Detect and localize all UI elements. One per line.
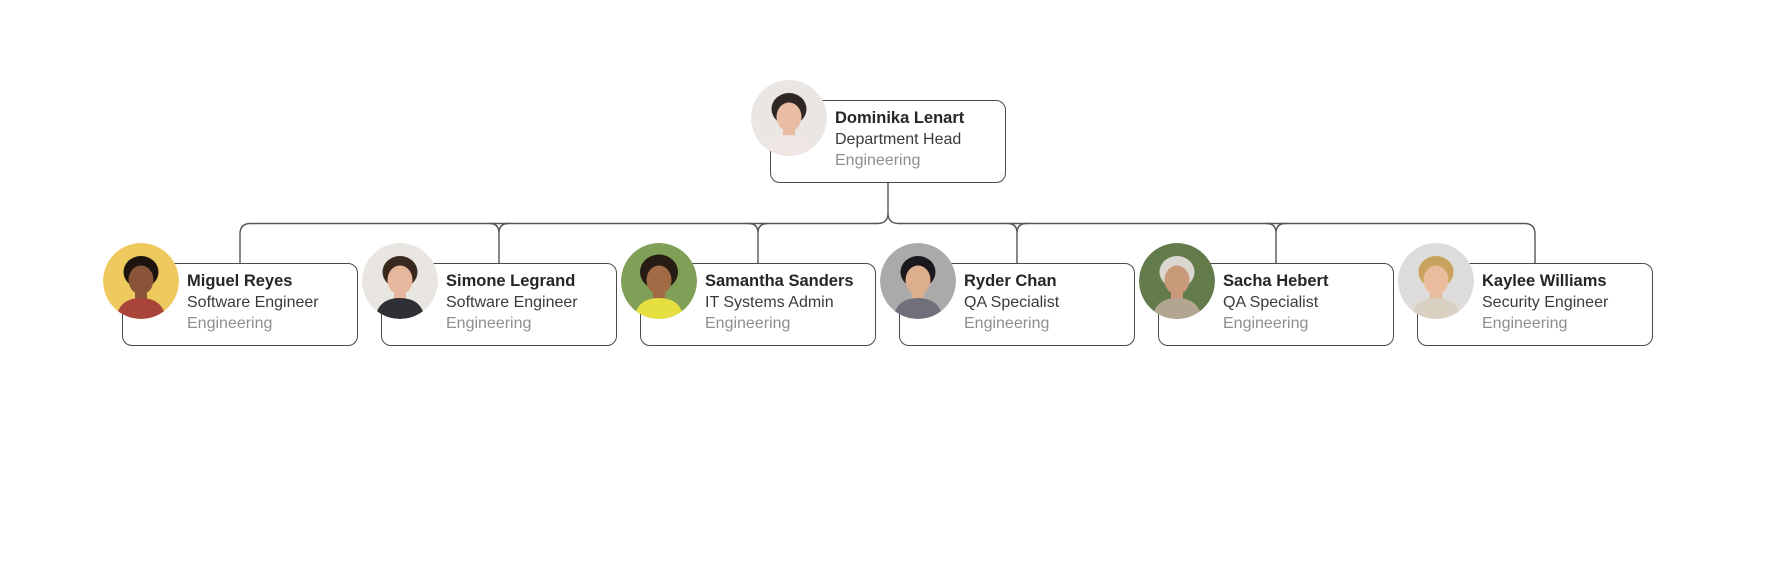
org-node-child[interactable]: Simone Legrand Software Engineer Enginee… [362,243,617,346]
avatar-shoulders [116,298,166,319]
avatar [621,243,697,319]
person-department: Engineering [446,315,532,332]
avatar-shoulders [1152,298,1202,319]
avatar-shoulders [634,298,684,319]
person-department: Engineering [835,152,921,169]
person-name: Samantha Sanders [705,272,854,290]
avatar-face [387,265,413,295]
avatar-face [776,102,802,132]
avatar [1398,243,1474,319]
avatar [880,243,956,319]
avatar-face [1164,265,1190,295]
org-node-child[interactable]: Ryder Chan QA Specialist Engineering [880,243,1135,346]
avatar [103,243,179,319]
avatar-face [905,265,931,295]
person-department: Engineering [1482,315,1568,332]
person-department: Engineering [964,315,1050,332]
avatar-face [646,265,672,295]
person-title: Software Engineer [446,294,578,311]
person-name: Miguel Reyes [187,272,293,290]
org-node-child[interactable]: Sacha Hebert QA Specialist Engineering [1139,243,1394,346]
person-title: QA Specialist [964,294,1060,311]
person-name: Dominika Lenart [835,109,965,127]
org-node-child[interactable]: Samantha Sanders IT Systems Admin Engine… [621,243,876,346]
person-title: IT Systems Admin [705,294,834,311]
person-department: Engineering [1223,315,1309,332]
avatar-shoulders [375,298,425,319]
person-department: Engineering [705,315,791,332]
person-name: Simone Legrand [446,272,576,290]
avatar-shoulders [1411,298,1461,319]
person-title: Security Engineer [1482,294,1609,311]
person-name: Kaylee Williams [1482,272,1607,290]
avatar-shoulders [893,298,943,319]
avatar-face [128,265,154,295]
avatar [751,80,827,156]
org-node-child[interactable]: Miguel Reyes Software Engineer Engineeri… [103,243,358,346]
person-name: Sacha Hebert [1223,272,1329,290]
avatar [1139,243,1215,319]
avatar-face [1423,265,1449,295]
org-node-root[interactable]: Dominika Lenart Department Head Engineer… [751,80,1006,183]
person-title: Department Head [835,131,962,148]
connector-lines [239,182,1536,264]
person-department: Engineering [187,315,273,332]
person-name: Ryder Chan [964,272,1057,290]
person-title: Software Engineer [187,294,319,311]
org-node-child[interactable]: Kaylee Williams Security Engineer Engine… [1398,243,1653,346]
avatar [362,243,438,319]
avatar-shoulders [764,135,814,156]
person-title: QA Specialist [1223,294,1319,311]
